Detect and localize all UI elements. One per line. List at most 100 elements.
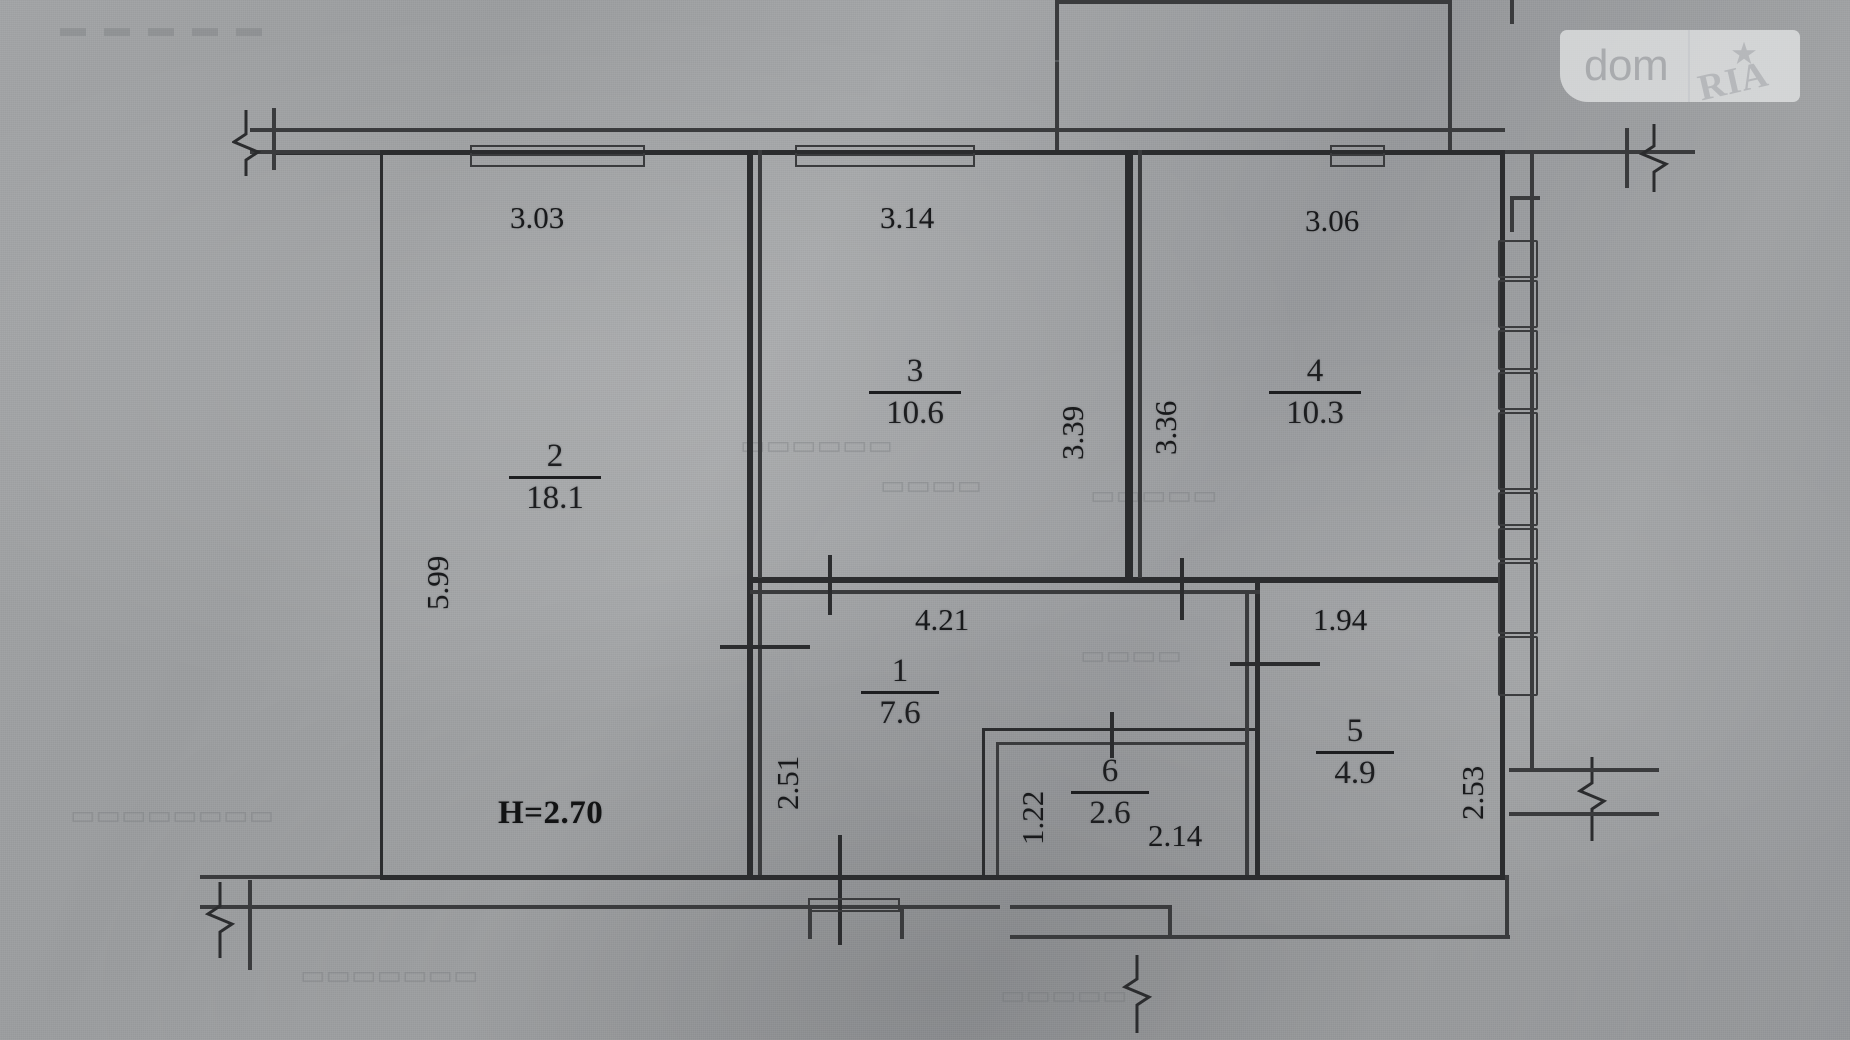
wall-under-room3-room4-secondary [750, 590, 1260, 594]
wall-segment-top-left-stub [1055, 0, 1059, 150]
room-number-5: 5 [1346, 713, 1364, 749]
door-tick-room2-hall [720, 645, 810, 649]
window-top-room2 [470, 145, 645, 167]
wall-stub-top-left-outside [250, 128, 380, 132]
wall-room6-inner-liner [996, 742, 1248, 745]
window-right-7 [1498, 562, 1538, 634]
watermark-dom: dom [1560, 30, 1688, 102]
watermark-ria: ★ RIA [1690, 30, 1794, 102]
window-right-3 [1498, 372, 1538, 410]
wall-segment-top-right-stub [1448, 0, 1452, 150]
window-right-2 [1498, 330, 1538, 370]
wall-exterior-bottom-step [1010, 905, 1170, 909]
window-top-room4 [1330, 145, 1385, 167]
wall-stub-right-upper [1509, 768, 1659, 772]
room-area-5: 4.9 [1334, 755, 1376, 791]
window-right-5 [1498, 492, 1538, 526]
dimension-room5-height: 2.53 [1455, 765, 1490, 820]
wall-between-room3-room4-secondary [1138, 150, 1142, 580]
wall-exterior-right [1500, 150, 1505, 878]
dimension-hall-width: 4.21 [915, 602, 970, 637]
wall-tick-bottom-left-vertical [248, 880, 252, 970]
break-symbol-top-right [1638, 124, 1670, 192]
dimension-room6-height: 1.22 [1015, 790, 1050, 845]
window-right-9 [1498, 240, 1538, 278]
room-number-2: 2 [546, 438, 564, 474]
window-right-8 [1498, 636, 1538, 696]
wall-room6-inner-liner-left [996, 742, 999, 878]
room-label-1: 1 7.6 [845, 655, 955, 730]
window-bottom-hall [808, 898, 900, 912]
room-label-5: 5 4.9 [1300, 715, 1410, 790]
wall-between-room3-room4 [1128, 150, 1133, 580]
room-number-3: 3 [906, 353, 924, 389]
dimension-hall-height: 2.51 [770, 755, 805, 810]
dimension-room5-width: 1.94 [1313, 602, 1368, 637]
wall-exterior-right-outer [1530, 150, 1534, 770]
room-label-rule [1071, 791, 1149, 794]
room-label-rule [509, 476, 601, 479]
watermark-divider [1688, 30, 1691, 102]
dimension-room6-width: 2.14 [1148, 818, 1203, 853]
room-label-6: 6 2.6 [1055, 755, 1165, 830]
wall-exterior-top-inner [272, 128, 1505, 132]
wall-segment-top-far-right [1510, 0, 1514, 24]
wall-exterior-bottom-outer-right [1010, 935, 1510, 939]
room-label-2: 2 18.1 [495, 440, 615, 515]
dimension-room4-height: 3.36 [1148, 400, 1183, 455]
dimension-left-room2-height: 5.99 [420, 555, 455, 610]
room-area-3: 10.6 [886, 395, 944, 431]
wall-tick-top-right-vertical [1625, 128, 1629, 188]
door-tick-room3-hall [828, 555, 832, 615]
window-right-6 [1498, 528, 1538, 560]
wall-stub-top-left-lower [250, 150, 380, 154]
dimension-top-room2: 3.03 [510, 200, 565, 235]
window-right-1 [1498, 280, 1538, 328]
room-area-4: 10.3 [1286, 395, 1344, 431]
wall-stub-top-right-corner-cap [1510, 196, 1540, 200]
wall-exterior-bottom-right-riser [1168, 905, 1172, 939]
wall-between-room2-room3 [748, 150, 753, 878]
wall-exterior-bottom-left-riser [1505, 875, 1509, 939]
door-tick-room4-hall [1180, 558, 1184, 620]
dimension-tick-bottom-center [838, 835, 842, 945]
star-icon: ★ [1730, 36, 1758, 71]
wall-between-hall-room5 [1255, 580, 1260, 878]
room-number-1: 1 [891, 653, 909, 689]
break-symbol-top-left [232, 110, 262, 176]
wall-segment-top-edge [1055, 0, 1452, 4]
window-top-room3 [795, 145, 975, 167]
wall-bottom-center-notch [808, 905, 812, 939]
window-right-4 [1498, 412, 1538, 490]
dom-ria-watermark: dom ★ RIA [1560, 30, 1800, 102]
dimension-room3-height: 3.39 [1055, 405, 1090, 460]
wall-stub-right-lower [1509, 812, 1659, 816]
door-tick-room5-hall [1230, 662, 1320, 666]
room-label-rule [1269, 391, 1361, 394]
wall-between-room2-room3-secondary [758, 150, 762, 878]
room-area-2: 18.1 [526, 480, 584, 516]
wall-exterior-bottom-outer [200, 905, 1000, 909]
wall-under-room3-room4 [750, 578, 1505, 583]
ceiling-height-note: H=2.70 [498, 795, 604, 831]
wall-bottom-center-notch2 [900, 905, 904, 939]
dimension-top-room4: 3.06 [1305, 203, 1360, 238]
wall-upper-block-left [1055, 60, 1059, 62]
wall-room5-offset-left [1245, 590, 1249, 880]
watermark-ria-text: RIA [1694, 53, 1773, 102]
room-label-rule [869, 391, 961, 394]
room-label-rule [861, 691, 939, 694]
room-area-1: 7.6 [879, 695, 921, 731]
door-tick-room6-top-line [1112, 712, 1114, 752]
room-number-6: 6 [1101, 753, 1119, 789]
break-symbol-bottom-entry [1121, 955, 1153, 1033]
room-label-3: 3 10.6 [855, 355, 975, 430]
room-label-4: 4 10.3 [1255, 355, 1375, 430]
dimension-top-room3: 3.14 [880, 200, 935, 235]
wall-stub-top-right-corner [1510, 196, 1514, 232]
wall-stub-top-right-outside [1505, 150, 1695, 154]
room-label-rule [1316, 751, 1394, 754]
watermark-dom-text: dom [1584, 41, 1669, 90]
